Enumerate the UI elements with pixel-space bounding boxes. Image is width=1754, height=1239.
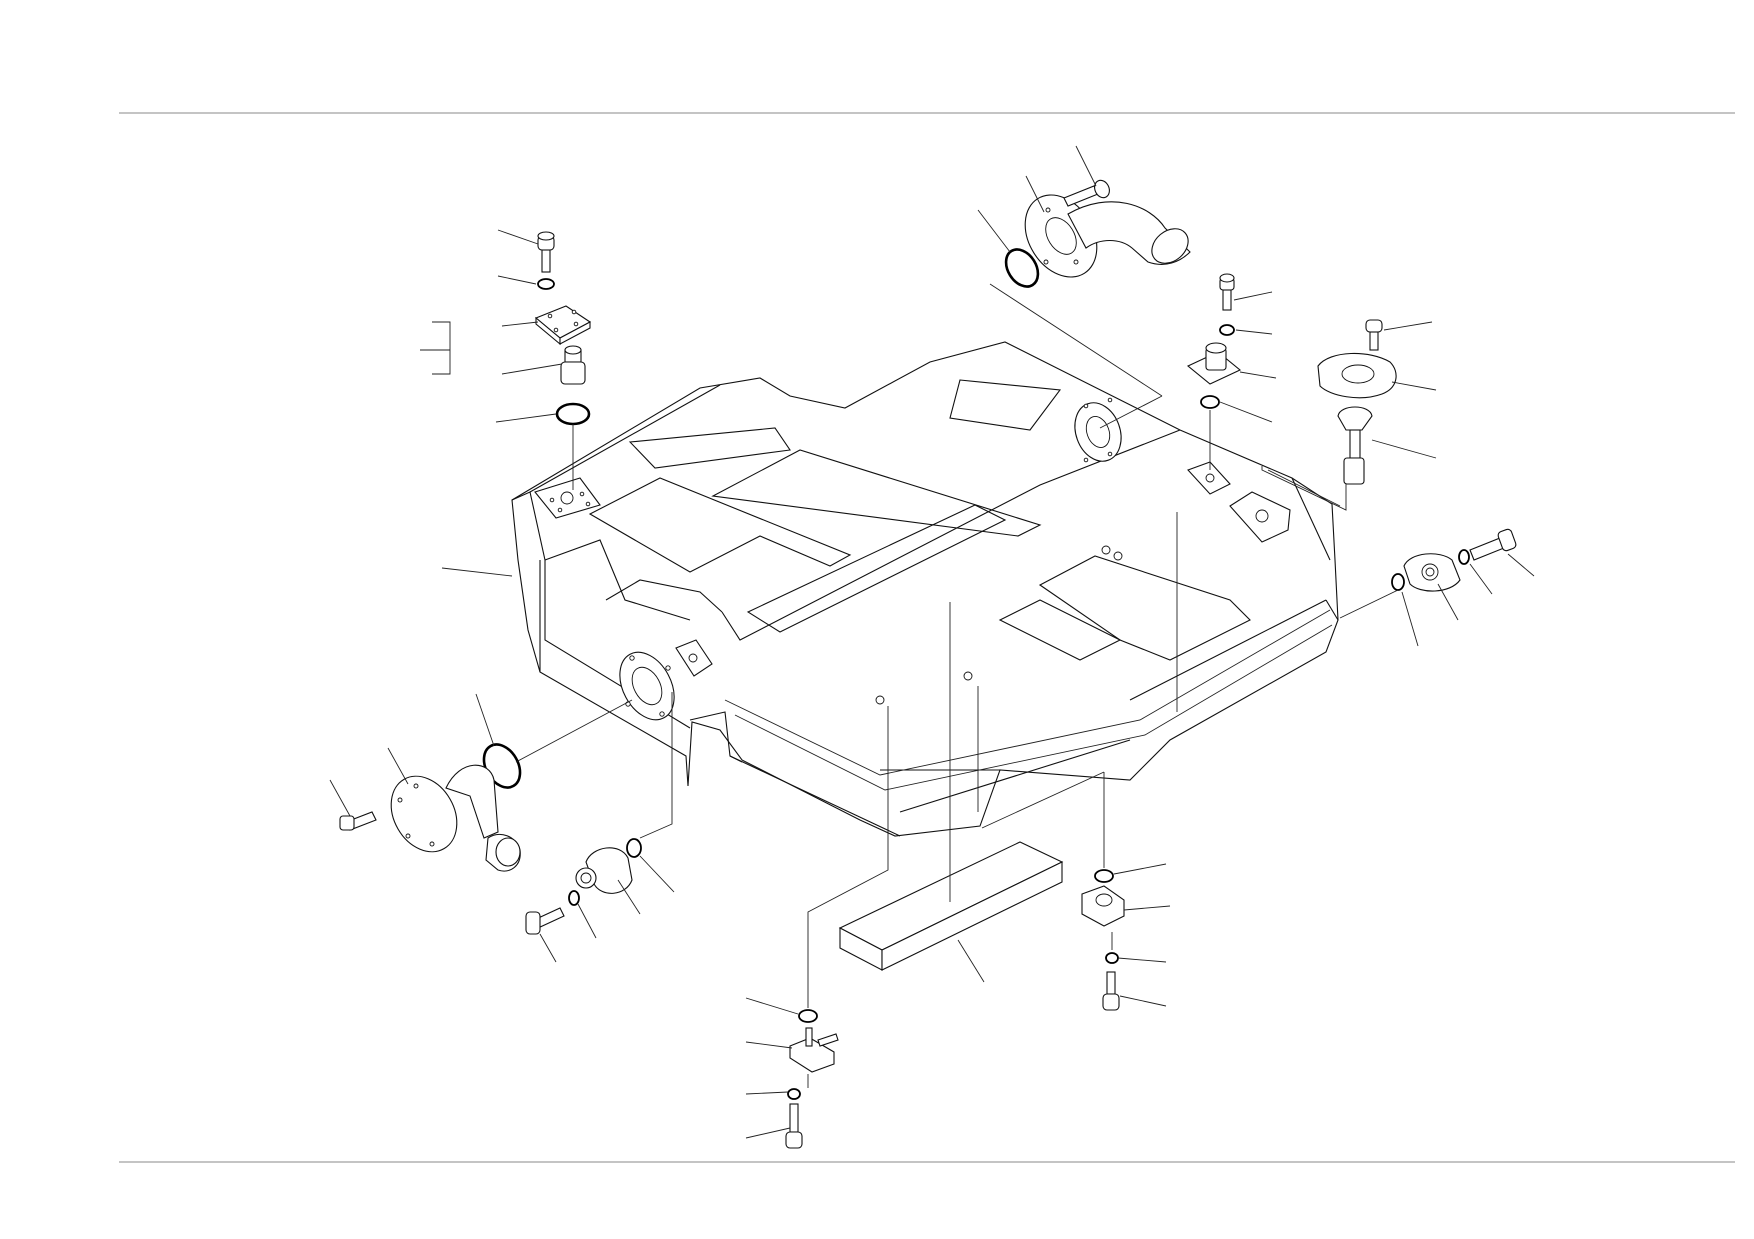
leader-lines: [329, 145, 1535, 1139]
top-cover-bolt: [537, 231, 555, 273]
filler-neck-bolt: [1063, 179, 1110, 207]
side-sender-screw: [339, 811, 377, 831]
drain-o-ring: [798, 1009, 818, 1023]
drain-washer: [787, 1088, 801, 1100]
right-plug-o-ring: [1391, 573, 1405, 591]
frame-rules: [119, 112, 1735, 1163]
upper-flange-washer: [1219, 324, 1235, 336]
level-gauge-sender: [1337, 406, 1373, 485]
bottom-right-o-ring: [1094, 869, 1114, 883]
left-lower-o-ring: [626, 838, 642, 858]
top-cover-o-ring: [555, 402, 591, 426]
drain-valve: [789, 1027, 839, 1073]
bottom-right-fitting: [1081, 885, 1125, 927]
drain-bolt: [785, 1103, 803, 1149]
left-lower-bolt: [525, 907, 565, 935]
upper-flange-o-ring: [1200, 395, 1220, 409]
top-cover-washer: [537, 278, 555, 290]
top-cover-valve: [560, 345, 586, 385]
right-plug-flange: [1403, 553, 1461, 592]
level-gauge-screw: [1365, 319, 1383, 351]
side-sender-unit: [390, 764, 521, 872]
tank-body: [511, 341, 1339, 837]
upper-flange-bolt: [1219, 273, 1235, 311]
left-lower-flange: [575, 847, 633, 894]
right-plug-washer: [1458, 549, 1470, 565]
top-cover-plate: [534, 305, 592, 346]
filler-neck-pipe: [1024, 194, 1191, 278]
left-lower-washer: [568, 890, 580, 906]
filler-neck-o-ring: [1004, 248, 1040, 288]
right-plug-bolt: [1469, 528, 1517, 561]
upper-flange-fitting: [1186, 342, 1242, 385]
bottom-right-bolt: [1102, 971, 1120, 1011]
assembly-lines: [515, 283, 1399, 1088]
level-gauge-flange: [1317, 352, 1397, 399]
bottom-pad: [838, 841, 1064, 971]
bottom-right-washer: [1105, 952, 1119, 964]
